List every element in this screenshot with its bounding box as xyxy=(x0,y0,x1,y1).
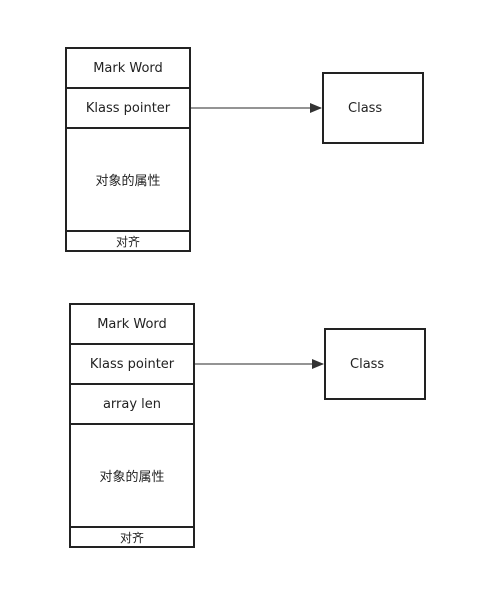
object-fields-cell: 对象的属性 xyxy=(67,129,189,232)
mark-word-cell: Mark Word xyxy=(71,305,193,345)
mark-word-cell: Mark Word xyxy=(67,49,189,89)
array-layout-stack: Mark Word Klass pointer array len 对象的属性 … xyxy=(69,303,195,548)
klass-pointer-cell: Klass pointer xyxy=(71,345,193,385)
padding-cell: 对齐 xyxy=(115,234,140,249)
klass-pointer-cell: Klass pointer xyxy=(67,89,189,129)
class-box: Class xyxy=(324,328,426,400)
class-label: Class xyxy=(348,100,383,116)
padding-cell: 对齐 xyxy=(119,530,144,545)
class-label: Class xyxy=(350,356,385,372)
class-box: Class xyxy=(322,72,424,144)
object-fields-cell: 对象的属性 xyxy=(71,425,193,528)
array-length-cell: array len xyxy=(71,385,193,425)
object-layout-stack: Mark Word Klass pointer 对象的属性 对齐 xyxy=(65,47,191,252)
